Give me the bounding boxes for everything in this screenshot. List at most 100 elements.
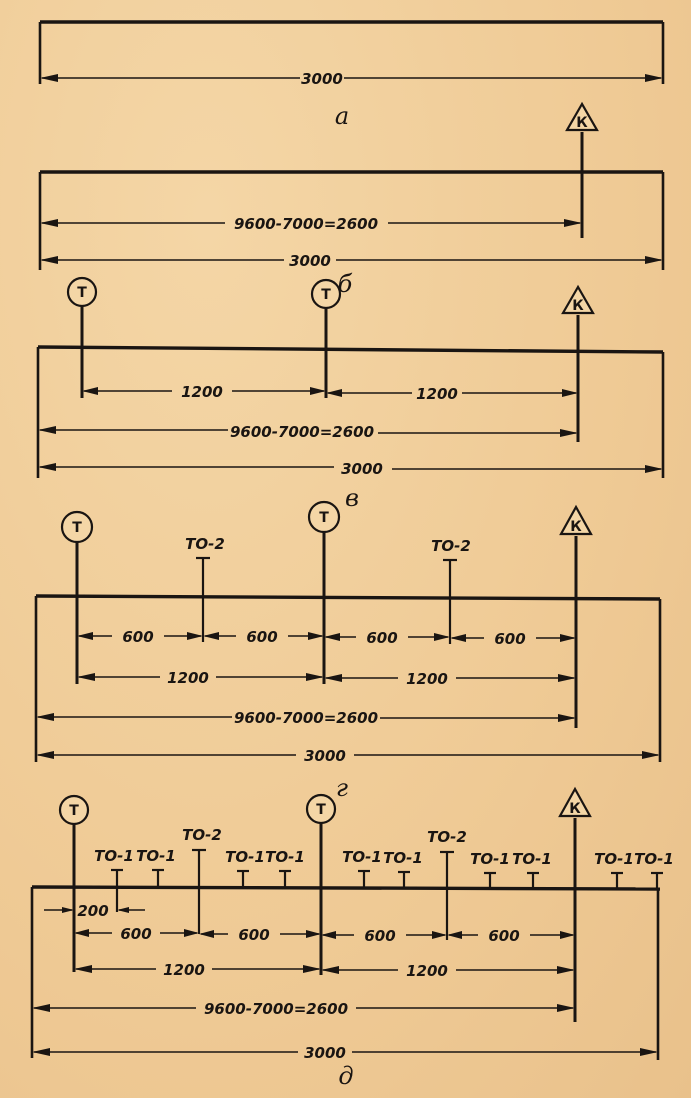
to1-label: ТО-1 [634,850,674,868]
arrow-left [36,713,54,721]
to1-label: ТО-1 [470,850,510,868]
k-marker-label: К [569,801,581,817]
dim-q4-g-label: 600 [494,630,525,648]
arrow-right [640,1048,658,1056]
panel-g: Т Т ТО-2 ТО-2 К 600 600 600 600 [34,500,662,802]
t-marker-label: Т [77,285,87,301]
arrow-left [82,387,98,395]
arrow-left [32,1004,50,1012]
arrow-left [199,930,214,938]
arrow-right [310,387,326,395]
k-marker-label: К [572,298,584,314]
dim-q3-g-label: 600 [366,629,397,647]
to1-label: ТО-1 [225,848,265,866]
arrow-right [557,1004,575,1012]
arrow-right [560,634,576,642]
beam-d [31,885,661,891]
dim-2600-b-label: 9600-7000=2600 [234,215,378,233]
dim-seg2-d-label: 1200 [406,962,448,980]
panel-b: К 9600-7000=2600 3000 б [38,101,665,298]
arrow-right [303,965,321,973]
caption-v: в [345,484,359,512]
dim-seg2-g-label: 1200 [406,670,448,688]
arrow-left [40,74,58,82]
dim-q1-g-label: 600 [122,628,153,646]
arrow-right [62,907,74,913]
arrow-left [40,256,58,264]
panel-d: Т Т К ТО-2 ТО-2 ТО-1 ТО-1 ТО-1 ТО-1 ТО-1… [30,786,674,1090]
to1-label: ТО-1 [94,847,134,865]
to1-label: ТО-1 [265,848,305,866]
panel-a: 3000 а [38,20,665,130]
arrow-right [308,632,324,640]
arrow-left [32,1048,50,1056]
to1-label: ТО-1 [136,847,176,865]
arrow-left [74,929,89,937]
k-triangle-icon [565,101,599,132]
caption-g: г [336,774,348,802]
arrow-right [306,930,321,938]
arrow-left [450,634,466,642]
dim-200-label: 200 [77,902,108,920]
dim-total-a-label: 3000 [301,70,343,88]
t-circle-icon [307,500,341,534]
caption-a: а [335,102,349,130]
dim-total-v-label: 3000 [341,460,383,478]
arrow-left [324,633,340,641]
dim-total-g-label: 3000 [304,747,346,765]
arrow-left [321,931,336,939]
arrow-right [645,74,663,82]
arrow-right [645,256,663,264]
arrow-left [117,907,129,913]
dim-q3-d-label: 600 [364,927,395,945]
to1-label: ТО-1 [594,850,634,868]
t-circle-icon [310,278,342,310]
arrow-left [38,463,56,471]
dim-2600-d-label: 9600-7000=2600 [204,1000,348,1018]
to1-label: ТО-1 [383,849,423,867]
to2-label: ТО-2 [182,826,222,844]
arrow-right [558,714,576,722]
k-marker-label: К [570,519,582,535]
to2-label: ТО-2 [185,535,225,553]
t-circle-icon [58,794,90,826]
to1-label: ТО-1 [342,848,382,866]
k-triangle-icon [559,504,593,536]
dim-q4-d-label: 600 [488,927,519,945]
arrow-left [77,673,95,681]
arrow-right [184,929,199,937]
arrow-left [74,965,92,973]
to1-label: ТО-1 [512,850,552,868]
panel-v: Т Т К 1200 1200 9600-7000=2600 3000 в [36,276,665,512]
arrow-right [187,632,203,640]
arrow-right [560,931,575,939]
k-triangle-icon [558,786,592,818]
k-triangle-icon [561,284,595,315]
arrow-left [38,426,56,434]
arrow-right [558,674,576,682]
dim-2600-v-label: 9600-7000=2600 [230,423,374,441]
to2-label: ТО-2 [431,537,471,555]
t-marker-label: Т [319,510,329,526]
arrow-left [326,389,342,397]
beam-v [37,345,664,354]
t-marker-label: Т [321,287,331,303]
arrow-right [560,429,578,437]
arrow-left [321,966,339,974]
caption-d: д [338,1062,353,1090]
arrow-right [434,633,450,641]
dim-q2-g-label: 600 [246,628,277,646]
dim-seg1-d-label: 1200 [163,961,205,979]
arrow-right [557,966,575,974]
beam-g [35,594,661,601]
dim-total-b-label: 3000 [289,252,331,270]
arrow-left [36,751,54,759]
dim-2600-g-label: 9600-7000=2600 [234,709,378,727]
arrow-right [432,931,447,939]
arrow-right [306,673,324,681]
t-circle-icon [305,793,337,825]
caption-b: б [338,270,353,298]
arrow-right [562,389,578,397]
